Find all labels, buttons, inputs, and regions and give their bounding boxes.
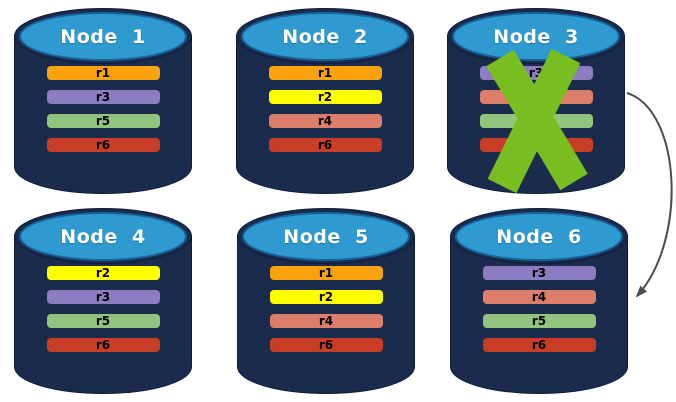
cylinder-top: Node 1 (19, 12, 187, 61)
node-5: Node 5 r1 r2 r4 r6 (237, 208, 415, 394)
replica-bar: r1 (268, 66, 382, 80)
replica-label: r4 (531, 290, 547, 304)
node-3: Node 3 r3 r4 r5 r6 (447, 8, 625, 194)
replica-list: r1 r2 r4 r6 (236, 66, 414, 152)
replica-bar: r4 (479, 90, 593, 104)
replica-bar: r2 (46, 266, 160, 280)
replica-label: r4 (318, 314, 334, 328)
replica-bar: r6 (46, 138, 160, 152)
node-title: Node 4 (60, 225, 146, 248)
replica-label: r1 (318, 266, 334, 280)
replica-list: r1 r2 r4 r6 (237, 266, 415, 352)
replica-bar: r6 (482, 338, 596, 352)
replica-label: r5 (95, 314, 111, 328)
replica-bar: r5 (479, 114, 593, 128)
replica-label: r1 (317, 66, 333, 80)
replica-bar: r3 (46, 290, 160, 304)
cylinder-top: Node 5 (242, 212, 410, 261)
replica-label: r6 (318, 338, 334, 352)
replica-bar: r5 (46, 114, 160, 128)
node-title: Node 5 (283, 225, 369, 248)
replica-label: r5 (95, 114, 111, 128)
replica-list: r2 r3 r5 r6 (14, 266, 192, 352)
replica-label: r6 (528, 138, 544, 152)
node-title: Node 2 (282, 25, 368, 48)
cylinder-top: Node 3 (452, 12, 620, 61)
replica-bar: r1 (269, 266, 383, 280)
replica-label: r4 (528, 90, 544, 104)
replica-bar: r3 (479, 66, 593, 80)
replica-bar: r6 (46, 338, 160, 352)
replica-label: r2 (95, 266, 111, 280)
node-title: Node 1 (60, 25, 146, 48)
replica-bar: r6 (479, 138, 593, 152)
replica-bar: r6 (268, 138, 382, 152)
replica-bar: r4 (482, 290, 596, 304)
replica-bar: r5 (482, 314, 596, 328)
cylinder-top: Node 2 (241, 12, 409, 61)
node-4: Node 4 r2 r3 r5 r6 (14, 208, 192, 394)
replica-label: r5 (528, 114, 544, 128)
node-2: Node 2 r1 r2 r4 r6 (236, 8, 414, 194)
replica-bar: r1 (46, 66, 160, 80)
cylinder-top: Node 6 (455, 212, 623, 261)
replica-bar: r3 (46, 90, 160, 104)
cylinder-top: Node 4 (19, 212, 187, 261)
replica-label: r1 (95, 66, 111, 80)
replica-bar: r2 (268, 90, 382, 104)
replica-bar: r4 (268, 114, 382, 128)
replica-bar: r2 (269, 290, 383, 304)
node-title: Node 3 (493, 25, 579, 48)
replica-bar: r3 (482, 266, 596, 280)
replica-list: r1 r3 r5 r6 (14, 66, 192, 152)
node-6: Node 6 r3 r4 r5 r6 (450, 208, 628, 394)
node-1: Node 1 r1 r3 r5 r6 (14, 8, 192, 194)
replica-label: r2 (318, 290, 334, 304)
replica-label: r5 (531, 314, 547, 328)
replica-label: r6 (531, 338, 547, 352)
replica-label: r6 (317, 138, 333, 152)
replica-bar: r6 (269, 338, 383, 352)
replica-list: r3 r4 r5 r6 (450, 266, 628, 352)
replica-label: r3 (95, 90, 111, 104)
replica-bar: r4 (269, 314, 383, 328)
replica-label: r3 (95, 290, 111, 304)
replica-label: r3 (528, 66, 544, 80)
replica-label: r2 (317, 90, 333, 104)
replica-label: r6 (95, 138, 111, 152)
replica-label: r6 (95, 338, 111, 352)
replica-label: r3 (531, 266, 547, 280)
replica-bar: r5 (46, 314, 160, 328)
replica-label: r4 (317, 114, 333, 128)
replica-list: r3 r4 r5 r6 (447, 66, 625, 152)
node-title: Node 6 (496, 225, 582, 248)
